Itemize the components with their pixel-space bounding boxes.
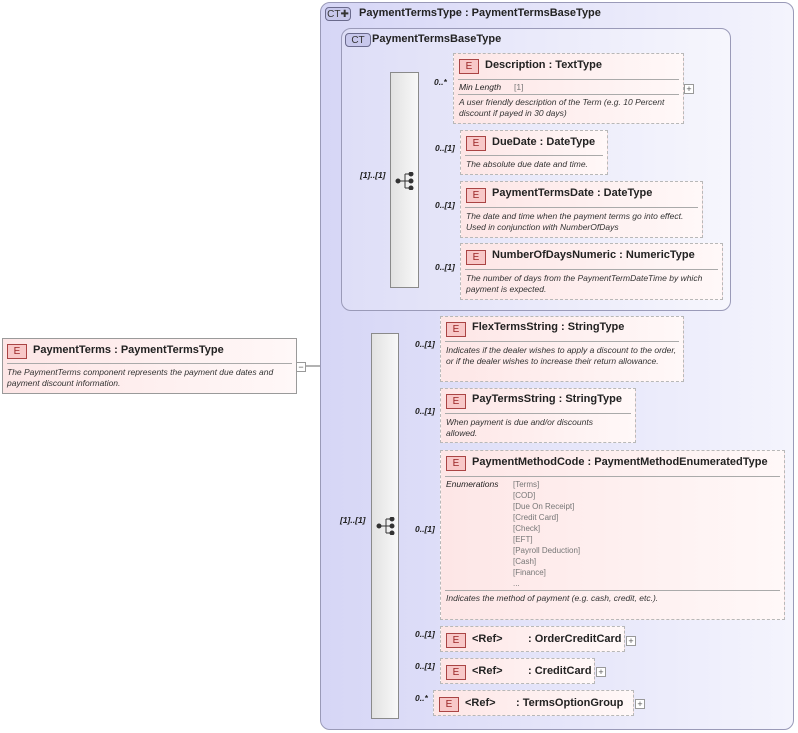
expand-toggle[interactable]: + — [596, 667, 606, 677]
enum-value: [Credit Card] — [513, 513, 559, 522]
element-icon: E — [466, 250, 486, 265]
ref-label: <Ref> — [472, 633, 503, 645]
ref-label: <Ref> — [465, 697, 496, 709]
element-title: Description : TextType — [485, 59, 602, 71]
root-element-title: PaymentTerms : PaymentTermsType — [33, 344, 224, 356]
cardinality-label: 0..[1] — [415, 524, 435, 534]
enum-value: [EFT] — [513, 535, 533, 544]
enum-value: [Terms] — [513, 480, 540, 489]
element-doc: Indicates if the dealer wishes to apply … — [446, 345, 677, 366]
element-title: DueDate : DateType — [492, 136, 596, 148]
divider — [7, 363, 292, 364]
element-icon: E — [446, 394, 466, 409]
sequence-cardinality: [1]..[1] — [360, 170, 386, 180]
element-description[interactable]: E Description : TextType Min Length [1] … — [453, 53, 684, 124]
cardinality-label: 0..[1] — [435, 262, 455, 272]
element-doc: The absolute due date and time. — [466, 159, 588, 169]
element-doc: The date and time when the payment terms… — [466, 211, 684, 232]
facet-label: Min Length — [459, 82, 502, 92]
divider — [458, 79, 679, 80]
element-icon: E — [466, 136, 486, 151]
expand-toggle[interactable]: + — [684, 84, 694, 94]
collapse-toggle[interactable]: − — [296, 362, 306, 372]
element-title: PaymentTermsDate : DateType — [492, 187, 653, 199]
element-icon: E — [446, 665, 466, 680]
cardinality-label: 0..[1] — [415, 339, 435, 349]
element-numberofdaysnumeric[interactable]: E NumberOfDaysNumeric : NumericType The … — [460, 243, 723, 300]
enum-value: [Payroll Deduction] — [513, 546, 581, 555]
element-icon: E — [466, 188, 486, 203]
element-termsoptiongroup-ref[interactable]: E <Ref> : TermsOptionGroup — [433, 690, 634, 716]
complex-type-title: PaymentTermsType : PaymentTermsBaseType — [359, 7, 601, 19]
enum-value: [COD] — [513, 491, 536, 500]
divider — [465, 207, 698, 208]
element-icon: E — [446, 322, 466, 337]
facet-value: [1] — [514, 82, 524, 92]
element-icon: E — [7, 344, 27, 359]
cardinality-label: 0..* — [415, 693, 428, 703]
enum-value: [Finance] — [513, 568, 546, 577]
divider — [465, 155, 603, 156]
enum-value: [Due On Receipt] — [513, 502, 575, 511]
complex-type-title: PaymentTermsBaseType — [372, 33, 502, 45]
enum-value: [Check] — [513, 524, 541, 533]
element-title: FlexTermsString : StringType — [472, 321, 625, 333]
cardinality-label: 0..[1] — [435, 143, 455, 153]
element-paymentmethodcode[interactable]: E PaymentMethodCode : PaymentMethodEnume… — [440, 450, 785, 620]
enumerations-label: Enumerations — [446, 479, 499, 489]
element-icon: E — [459, 59, 479, 74]
element-icon: E — [446, 633, 466, 648]
ref-label: <Ref> — [472, 665, 503, 677]
element-paymenttermsdate[interactable]: E PaymentTermsDate : DateType The date a… — [460, 181, 703, 238]
enum-value: [Cash] — [513, 557, 537, 566]
expand-toggle[interactable]: + — [635, 699, 645, 709]
element-ordercreditcard-ref[interactable]: E <Ref> : OrderCreditCard — [440, 626, 625, 652]
element-doc: Indicates the method of payment (e.g. ca… — [446, 593, 659, 603]
divider — [445, 413, 631, 414]
element-title: PayTermsString : StringType — [472, 393, 622, 405]
sequence-icon — [395, 172, 414, 190]
divider — [458, 94, 679, 95]
cardinality-label: 0..[1] — [415, 406, 435, 416]
divider — [465, 269, 718, 270]
divider — [445, 341, 679, 342]
element-doc: The number of days from the PaymentTermD… — [466, 273, 703, 294]
element-duedate[interactable]: E DueDate : DateType The absolute due da… — [460, 130, 608, 175]
divider — [445, 476, 780, 477]
element-icon: E — [439, 697, 459, 712]
element-paytermsstring[interactable]: E PayTermsString : StringType When payme… — [440, 388, 636, 443]
element-title: : TermsOptionGroup — [516, 697, 624, 709]
complex-type-icon: CT✚ — [325, 7, 351, 21]
element-icon: E — [446, 456, 466, 471]
cardinality-label: 0..[1] — [435, 200, 455, 210]
expand-toggle[interactable]: + — [626, 636, 636, 646]
element-title: NumberOfDaysNumeric : NumericType — [492, 249, 695, 261]
element-doc: When payment is due and/or discounts all… — [446, 417, 593, 438]
element-doc: A user friendly description of the Term … — [459, 97, 665, 118]
root-element-doc: The PaymentTerms component represents th… — [7, 367, 274, 388]
cardinality-label: 0..* — [434, 77, 447, 87]
complex-type-icon: CT — [345, 33, 371, 47]
cardinality-label: 0..[1] — [415, 661, 435, 671]
divider — [445, 590, 780, 591]
cardinality-label: 0..[1] — [415, 629, 435, 639]
sequence-icon — [376, 517, 395, 535]
element-title: : OrderCreditCard — [528, 633, 622, 645]
element-creditcard-ref[interactable]: E <Ref> : CreditCard — [440, 658, 595, 684]
sequence-cardinality: [1]..[1] — [340, 515, 366, 525]
element-title: PaymentMethodCode : PaymentMethodEnumera… — [472, 456, 768, 468]
element-title: : CreditCard — [528, 665, 592, 677]
enum-value: ... — [513, 579, 520, 588]
enumeration-list: [Terms] [COD] [Due On Receipt] [Credit C… — [513, 479, 580, 589]
element-flextermsstring[interactable]: E FlexTermsString : StringType Indicates… — [440, 316, 684, 382]
root-element-paymentterms[interactable]: E PaymentTerms : PaymentTermsType The Pa… — [2, 338, 297, 394]
